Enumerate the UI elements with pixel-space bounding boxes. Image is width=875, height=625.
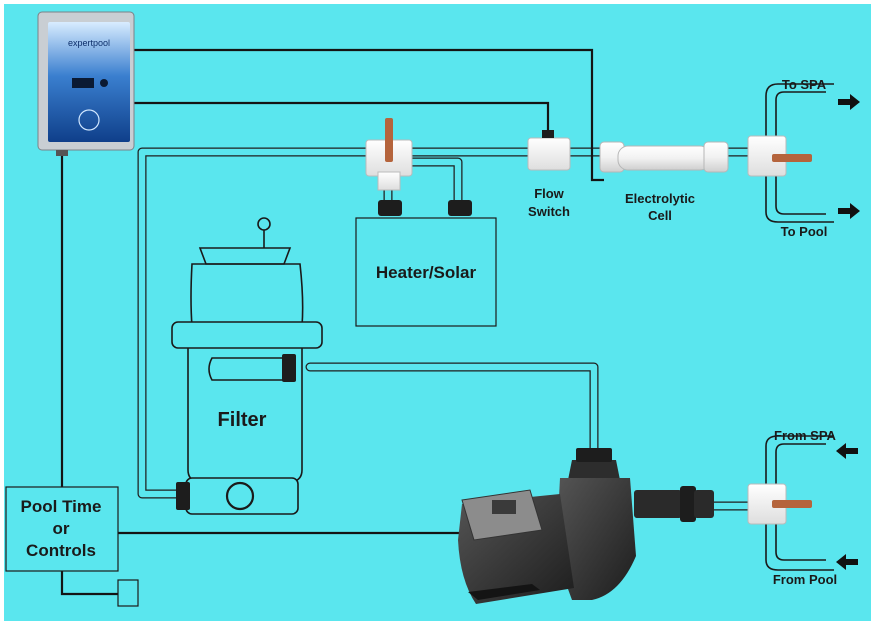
- distribution-lines: [765, 83, 834, 571]
- pipe-filter-pump-inner: [306, 363, 598, 464]
- pump: [458, 448, 714, 604]
- pump-lid: [568, 460, 620, 480]
- flow-switch-body: [527, 137, 571, 171]
- to-pool-label: To Pool: [781, 224, 828, 239]
- pump-foot: [468, 584, 540, 600]
- line-from-pool-2: [765, 518, 834, 571]
- filter-label: Filter: [218, 409, 267, 431]
- heater-inlet-fitting: [378, 200, 402, 216]
- filter-outlet-union: [282, 354, 296, 382]
- wire-controls-relay: [60, 570, 118, 596]
- suction-valve: [747, 483, 812, 525]
- from-pool-label: From Pool: [773, 572, 837, 587]
- arrow-left-icon: [836, 443, 858, 459]
- electrolytic-cell: Electrolytic Cell: [599, 141, 729, 223]
- pipe-supply-inner: [138, 148, 752, 498]
- chlorinator-controller: expertpool: [37, 11, 135, 156]
- cell-union-right: [703, 141, 729, 173]
- line-to-spa: [775, 91, 826, 142]
- wire-controller-cell: [132, 48, 604, 182]
- controller-cable-gland: [56, 150, 68, 156]
- controls-box: [5, 486, 119, 572]
- controller-logo-icon: [78, 109, 100, 131]
- filter-inlet-union: [176, 482, 190, 510]
- heater-valve-stem: [377, 171, 401, 191]
- filter: Filter: [171, 217, 323, 515]
- filter-drain-icon: [225, 481, 255, 511]
- heater-outlet-fitting: [448, 200, 472, 216]
- pump-strainer-pot: [556, 478, 636, 600]
- pipe-heater-out-inner: [408, 158, 462, 204]
- filter-outlet-port: [208, 357, 291, 381]
- flow-switch-label-1: Flow: [534, 186, 564, 201]
- valve-handle-icon: [385, 118, 393, 162]
- controls-label-3: Controls: [26, 541, 96, 560]
- heater-box: [355, 217, 497, 327]
- cell-label-2: Cell: [648, 208, 672, 223]
- filter-air-relief-icon: [257, 217, 271, 231]
- to-spa-label: To SPA: [782, 77, 827, 92]
- flow-switch-label-2: Switch: [528, 204, 570, 219]
- controller-brand: expertpool: [68, 38, 110, 48]
- flow-switch: Flow Switch: [527, 130, 571, 219]
- control-wiring: [60, 48, 604, 596]
- heater-label: Heater/Solar: [376, 263, 477, 282]
- pump-display: [492, 500, 516, 514]
- pump-inlet: [634, 490, 682, 518]
- pump-lid-union: [576, 448, 612, 462]
- line-from-spa: [775, 443, 826, 488]
- flow-switch-sensor: [542, 130, 554, 138]
- line-from-pool: [775, 518, 826, 561]
- arrow-left-icon: [836, 554, 858, 570]
- controls-label-2: or: [53, 519, 70, 538]
- heater-solar: Heater/Solar: [355, 200, 497, 327]
- controls-label-1: Pool Time: [21, 497, 102, 516]
- pipe-network: [137, 147, 757, 511]
- line-from-spa-2: [765, 435, 834, 488]
- controller-display: [72, 78, 94, 88]
- filter-clamp-band: [171, 321, 323, 349]
- line-to-pool-2: [765, 170, 834, 223]
- controller-knob-icon: [100, 79, 108, 87]
- cell-body: [617, 145, 711, 171]
- pump-inlet-union: [680, 486, 696, 522]
- line-to-pool: [775, 170, 826, 215]
- from-spa-label: From SPA: [774, 428, 836, 443]
- pump-control-panel: [461, 489, 543, 541]
- wire-controller-flowswitch: [132, 101, 550, 132]
- return-valve: [747, 135, 812, 177]
- arrow-right-icon: [838, 203, 860, 219]
- relay-box: [117, 579, 139, 607]
- suction-valve-handle-icon: [772, 500, 812, 508]
- arrow-right-icon: [838, 94, 860, 110]
- cell-label-1: Electrolytic: [625, 191, 695, 206]
- line-to-spa-2: [765, 83, 834, 142]
- pool-time-controls: Pool Time or Controls: [5, 486, 139, 607]
- return-valve-handle-icon: [772, 154, 812, 162]
- heater-valve: [365, 118, 413, 191]
